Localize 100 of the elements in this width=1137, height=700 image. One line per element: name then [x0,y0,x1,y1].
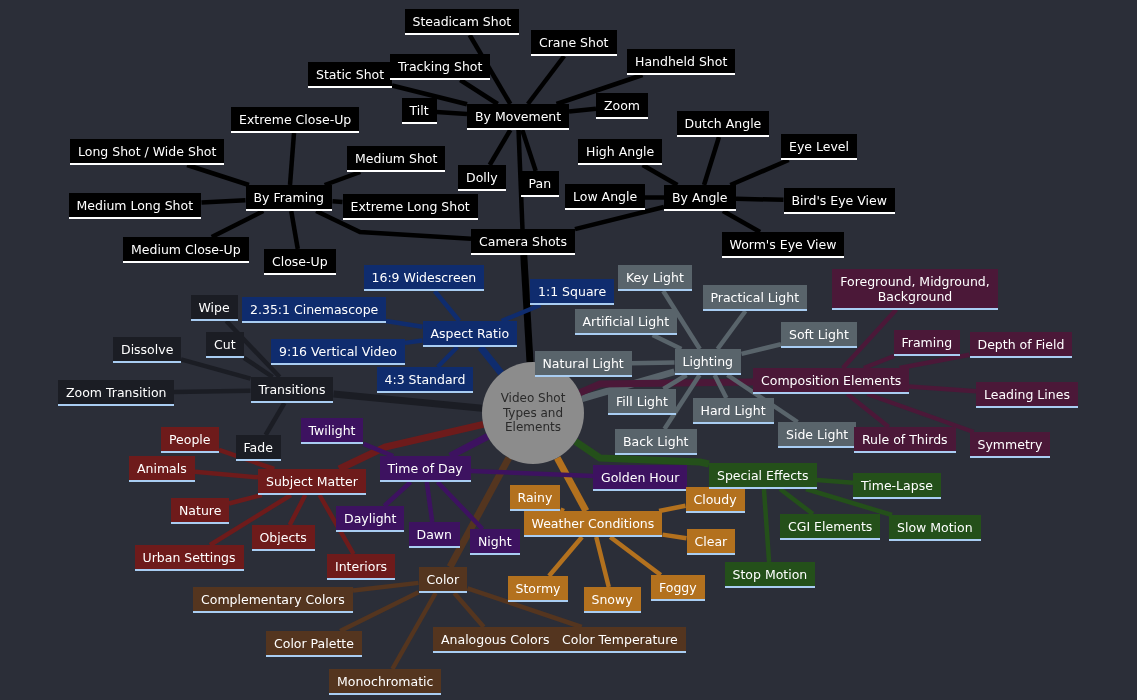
topic-node: Handheld Shot [627,49,736,75]
branch-line [701,136,722,186]
branch-line [594,536,611,588]
branch-line [289,210,300,250]
topic-node: Artificial Light [574,309,678,335]
branch-line [740,342,782,357]
topic-node: Close-Up [264,249,336,275]
branch-line [435,480,485,531]
branch-line [721,209,762,234]
branch-line [391,83,468,107]
branch-line [715,309,748,351]
branch-line [317,493,356,556]
branch-line [661,289,702,351]
topic-node: Fade [235,435,281,461]
branch-line [263,401,287,437]
branch-line [446,456,512,569]
branch-line [816,477,854,485]
topic-node: Crane Shot [531,30,617,56]
topic-node: Depth of Field [969,332,1073,358]
topic-node: Dawn [408,522,460,548]
topic-node: Composition Elements [753,368,910,394]
topic-node: Worm's Eye View [721,232,845,258]
branch-line [339,590,420,633]
branch-line [333,390,483,412]
branch-line [382,480,413,508]
topic-node: Dolly [458,165,506,191]
topic-node: Objects [251,525,315,551]
branch-line [631,360,675,366]
branch-line [516,129,525,230]
branch-line [863,353,895,371]
branch-line [580,368,676,403]
topic-node: Subject Matter [258,469,366,495]
branch-line [432,289,462,323]
branch-line [194,469,259,480]
branch-line [662,532,687,541]
topic-node: High Angle [578,139,663,165]
topic-node: Weather Conditions [523,511,663,537]
branch-line [459,78,499,106]
topic-node: Natural Light [534,351,632,377]
topic-node: Dutch Angle [676,111,770,137]
topic-node: Clear [686,529,736,555]
topic-node: Medium Long Shot [68,193,202,219]
topic-node: Medium Shot [347,146,446,172]
topic-node: Animals [129,456,195,482]
branch-line [805,486,893,518]
branch-line [841,308,898,370]
topic-node: Night [470,529,520,555]
topic-node: Color [418,567,468,593]
branch-line [424,481,435,523]
branch-line [224,319,282,379]
topic-node: Fill Light [608,389,676,415]
topic-node: Dissolve [113,337,182,363]
topic-node: Twilight [300,418,364,444]
branch-line [180,357,252,381]
topic-node: Daylight [336,506,405,532]
branch-line [644,195,665,200]
topic-node: Pan [520,171,560,197]
branch-line [520,129,538,172]
topic-node: Rainy [509,485,561,511]
branch-line [362,441,395,459]
topic-node: Monochromatic [329,669,442,695]
topic-node: Back Light [615,429,697,455]
branch-line [218,447,275,472]
topic-node: 9:16 Vertical Video [271,339,405,365]
topic-node: Stormy [507,576,569,602]
topic-node: 16:9 Widescreen [363,265,485,291]
topic-node: Static Shot [308,62,393,88]
topic-node: Extreme Long Shot [342,194,478,220]
topic-node: 2.35:1 Cinemascope [242,297,387,323]
branch-line [845,392,891,429]
branch-line [390,591,438,671]
topic-node: Transitions [250,377,334,403]
topic-node: Foreground, Midground, Background [832,268,998,310]
topic-node: By Angle [664,185,736,211]
branch-line [578,378,754,396]
topic-node: Cloudy [685,487,745,513]
topic-node: Side Light [778,422,857,448]
branch-line [662,373,702,431]
branch-line [899,352,970,371]
branch-line [547,535,584,578]
branch-line [641,163,679,187]
topic-node: Zoom Transition [58,380,175,406]
branch-line [712,373,729,400]
branch-line [287,132,297,186]
topic-node: Low Angle [565,184,646,210]
topic-node: 1:1 Square [530,279,615,305]
topic-node: Wipe [190,295,238,321]
branch-line [287,493,308,527]
topic-node: Hard Light [692,398,774,424]
branch-line [466,586,583,630]
branch-line [242,355,274,379]
branch-line [729,157,790,188]
topic-node: Urban Settings [134,545,244,571]
topic-node: Time-Lapse [853,473,941,499]
topic-node: Framing [893,330,961,356]
topic-node: Time of Day [379,456,471,482]
topic-node: Symmetry [969,432,1051,458]
branch-line [208,493,293,547]
topic-node: CGI Elements [780,514,881,540]
topic-node: Leading Lines [976,382,1078,408]
